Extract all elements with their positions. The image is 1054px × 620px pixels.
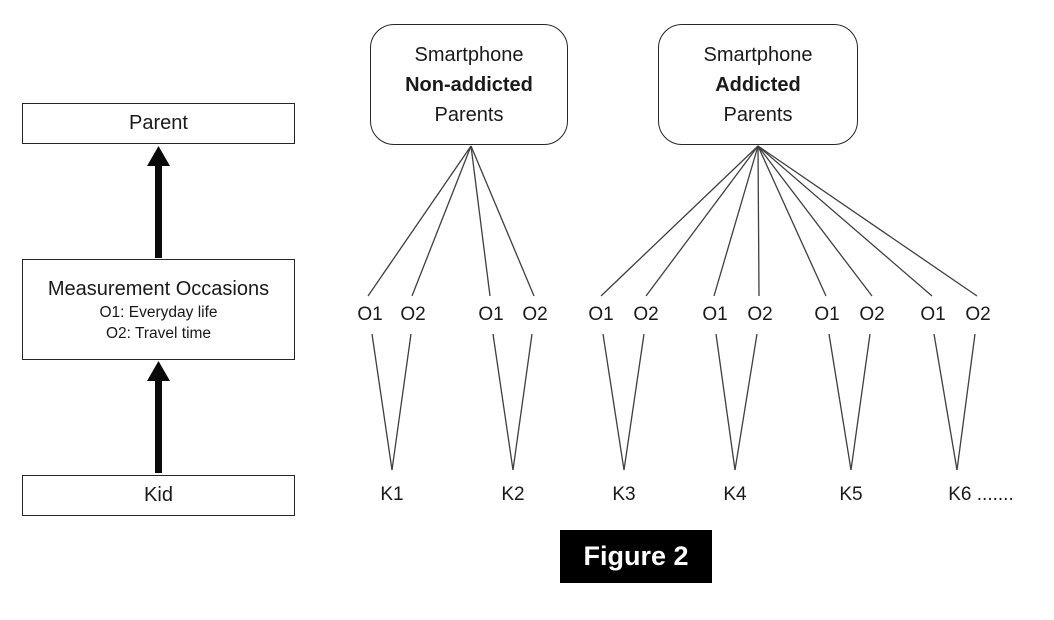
measurement-o1-line: O1: Everyday life — [99, 303, 218, 321]
occasion-label-pair2-o1: O1 — [478, 304, 504, 325]
group-b-line1: Smartphone — [703, 43, 813, 66]
kid-label-k6: K6 ....... — [948, 484, 1014, 505]
figure-caption-text: Figure 2 — [583, 541, 689, 571]
measurement-o2-line: O2: Travel time — [105, 324, 212, 342]
occasion-label-pair1-o1: O1 — [357, 304, 383, 325]
occasion-label-pair1-o2: O2 — [400, 304, 426, 325]
occasion-label-pair5-o2: O2 — [859, 304, 885, 325]
figure-caption: Figure 2 — [560, 530, 712, 583]
measurement-title: Measurement Occasions — [47, 277, 270, 300]
occasion-label-pair3-o2: O2 — [633, 304, 659, 325]
group-a-line3: Parents — [434, 103, 504, 126]
kid-label-k5: K5 — [839, 484, 863, 505]
kid-label-k4: K4 — [723, 484, 747, 505]
occasion-label-pair5-o1: O1 — [814, 304, 840, 325]
arrow-measurement-to-parent — [147, 146, 170, 258]
group-b-line2: Addicted — [715, 73, 801, 96]
kid-label-k1: K1 — [380, 484, 404, 505]
measurement-occasions-box: Measurement Occasions O1: Everyday life … — [22, 259, 295, 360]
parent-box: Parent — [22, 103, 295, 144]
group-a-line1: Smartphone — [414, 43, 524, 66]
occasion-label-pair6-o2: O2 — [965, 304, 991, 325]
group-a-line2: Non-addicted — [405, 73, 533, 96]
non-addicted-parents-box: Smartphone Non-addicted Parents — [370, 24, 568, 145]
occasion-label-pair6-o1: O1 — [920, 304, 946, 325]
occasion-label-pair2-o2: O2 — [522, 304, 548, 325]
kid-label: Kid — [144, 484, 173, 506]
occasion-label-pair4-o2: O2 — [747, 304, 773, 325]
kid-label-k3: K3 — [612, 484, 636, 505]
occasion-label-pair3-o1: O1 — [588, 304, 614, 325]
arrow-kid-to-measurement — [147, 361, 170, 473]
addicted-parents-box: Smartphone Addicted Parents — [658, 24, 858, 145]
group-b-line3: Parents — [723, 103, 793, 126]
kid-box: Kid — [22, 475, 295, 516]
kid-label-k2: K2 — [501, 484, 525, 505]
parent-label: Parent — [129, 112, 188, 134]
occasion-label-pair4-o1: O1 — [702, 304, 728, 325]
